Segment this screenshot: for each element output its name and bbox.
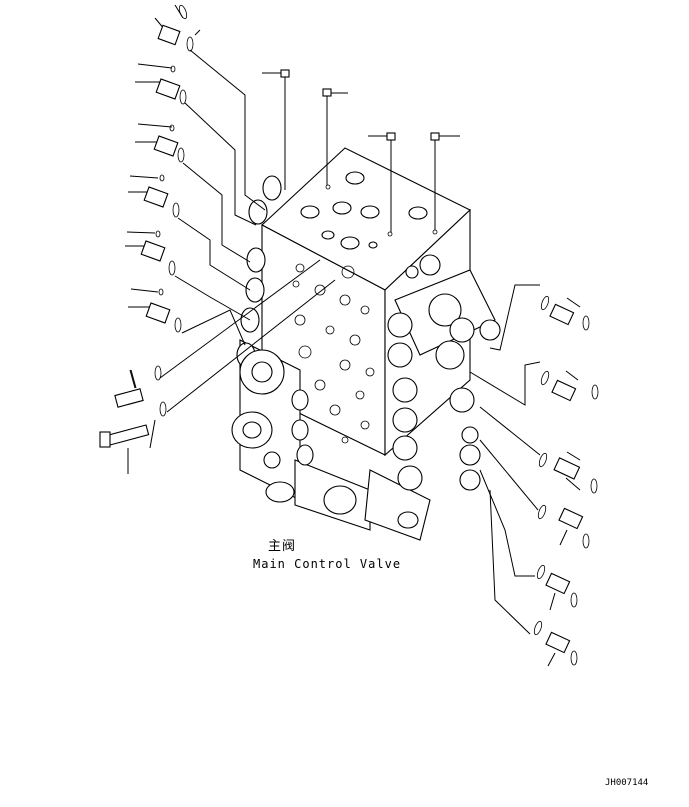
- left-spool-caps: [231, 175, 419, 529]
- left-face-ports: [292, 263, 375, 444]
- title-chinese: 主阀: [268, 539, 297, 554]
- title-english: Main Control Valve: [253, 557, 402, 571]
- top-plug-leaders: [262, 69, 460, 232]
- right-fittings: [469, 284, 599, 667]
- top-plugs: [300, 171, 438, 250]
- drawing-number: JH007144: [605, 778, 649, 788]
- left-fittings: [99, 4, 336, 474]
- right-spool-caps: [387, 254, 501, 491]
